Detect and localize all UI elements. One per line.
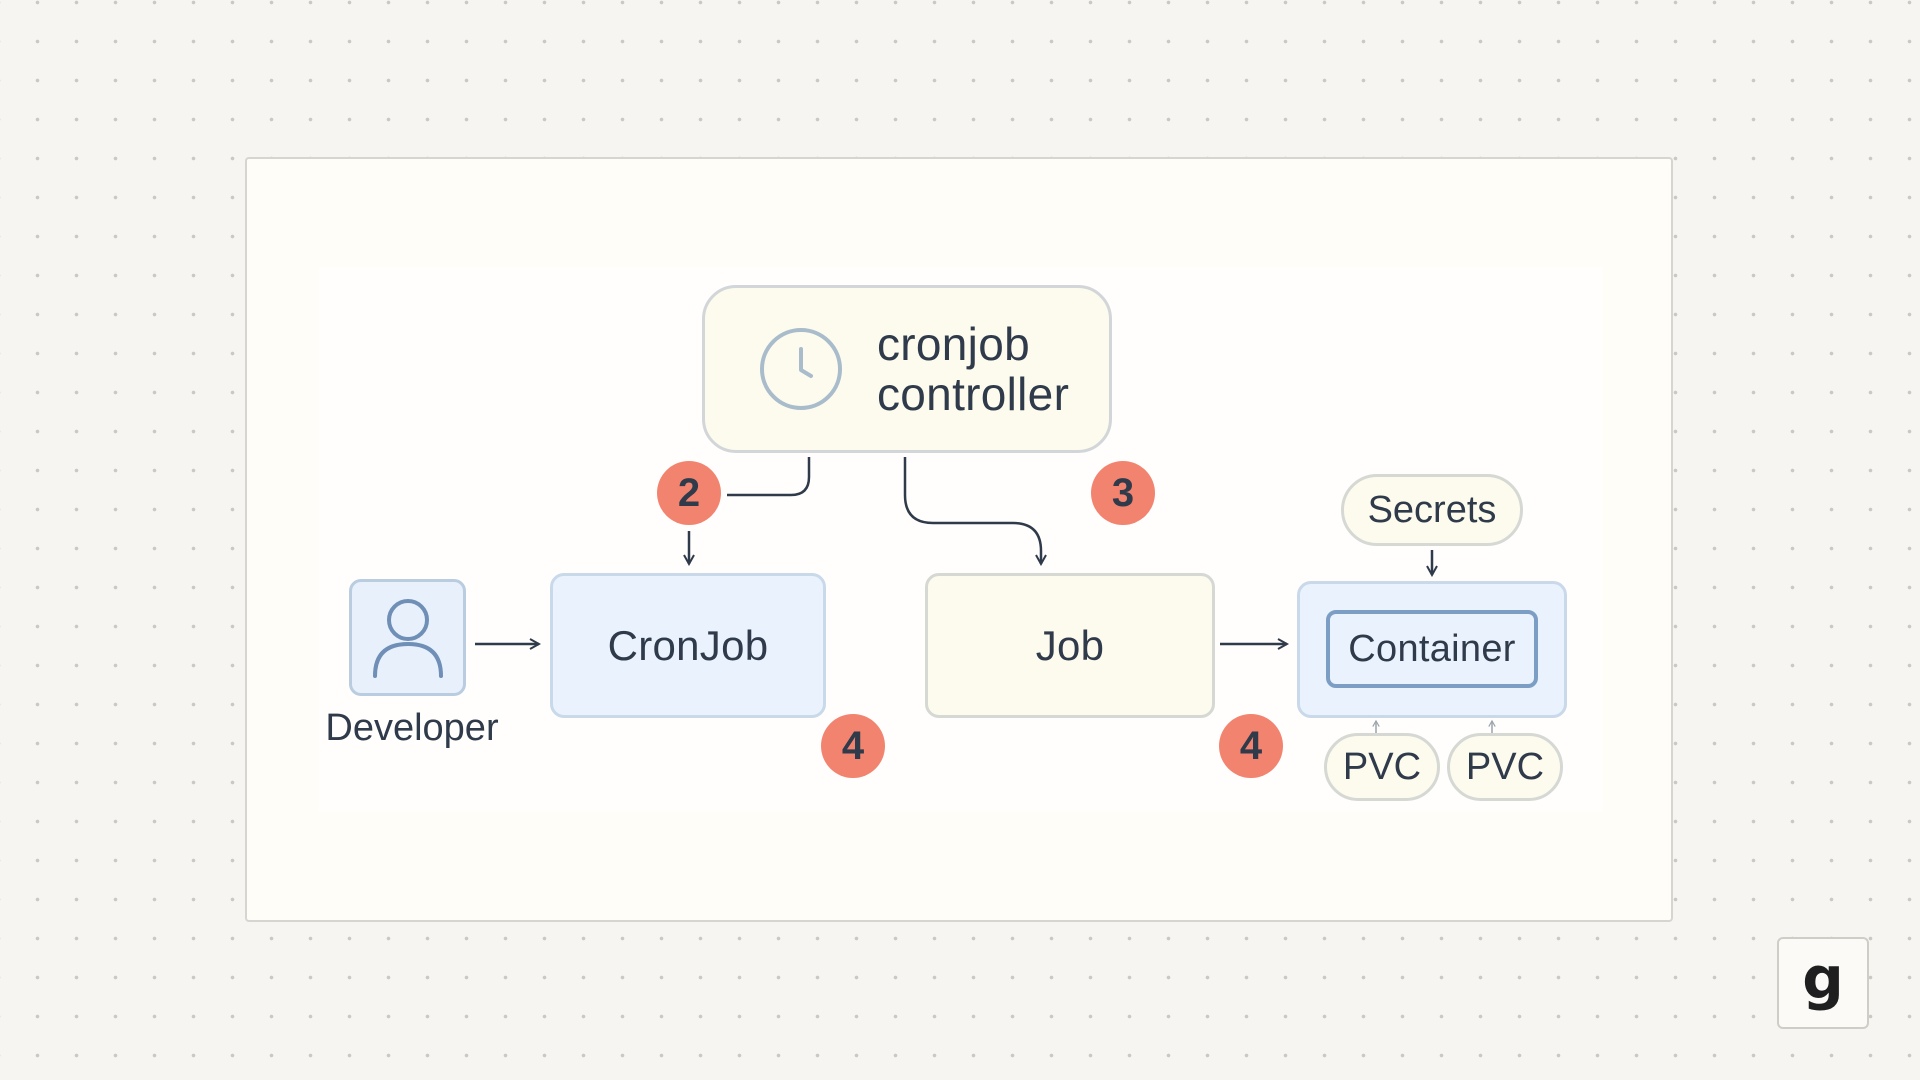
brand-logo[interactable]: g (1777, 937, 1869, 1029)
step-badge-4: 4 (821, 714, 885, 778)
container-label: Container (1348, 627, 1516, 670)
job-label: Job (1035, 621, 1105, 669)
diagram-canvas: cronjob controller Developer CronJob Job… (245, 157, 1673, 922)
connector-layer (475, 457, 1496, 733)
cronjob-label: CronJob (607, 621, 769, 669)
controller-to-job-arrow (903, 457, 1041, 564)
secrets-node: Secrets (1341, 474, 1523, 546)
pvc-label: PVC (1342, 745, 1422, 788)
user-icon (372, 598, 443, 678)
secrets-label: Secrets (1367, 488, 1497, 531)
container-group: Container (1297, 581, 1567, 718)
cronjob-controller-node: cronjob controller (702, 285, 1112, 453)
controller-to-cronjob-line (727, 457, 811, 497)
developer-label: Developer (325, 707, 499, 749)
cronjob-node: CronJob (550, 573, 826, 718)
pvc-node: PVC (1447, 733, 1563, 801)
clock-icon (760, 328, 842, 410)
controller-label: cronjob controller (877, 318, 1070, 420)
developer-node (349, 579, 466, 696)
pvc-label: PVC (1465, 745, 1545, 788)
pvc-node: PVC (1324, 733, 1440, 801)
step-badge-2: 2 (657, 461, 721, 525)
job-node: Job (925, 573, 1215, 718)
step-badge-3: 3 (1091, 461, 1155, 525)
container-node: Container (1326, 610, 1538, 688)
step-badge-4: 4 (1219, 714, 1283, 778)
